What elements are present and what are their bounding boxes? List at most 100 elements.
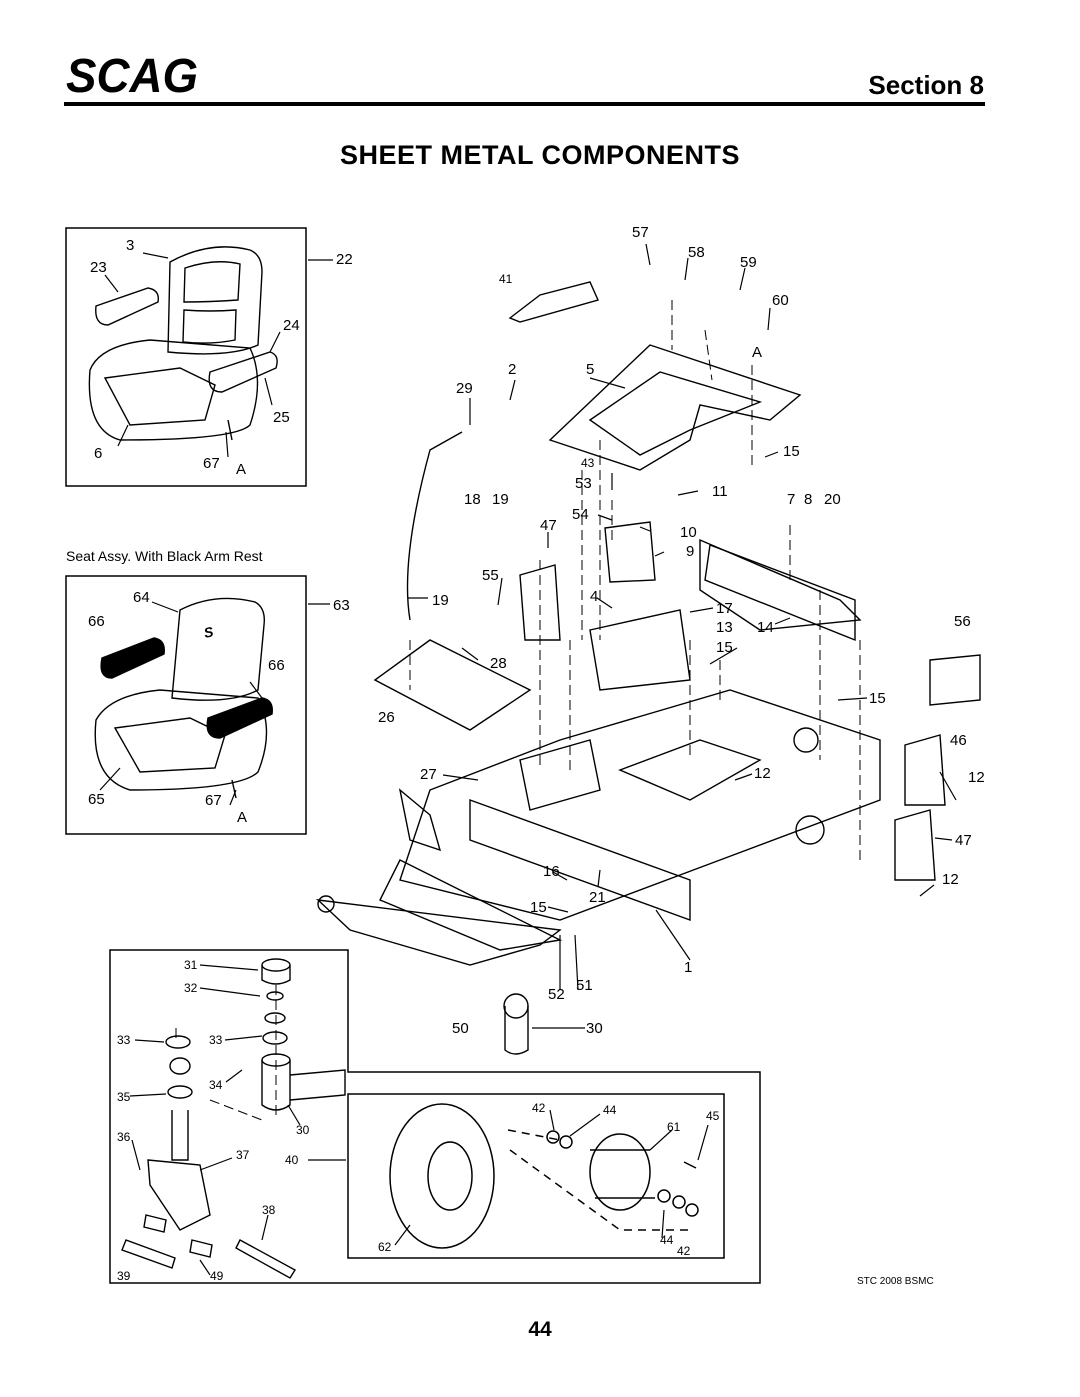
callout-15-a: 15: [783, 443, 800, 460]
callout-10: 10: [680, 524, 697, 541]
seat-drawing-bottom: S: [94, 597, 273, 799]
wheel-drawing: [389, 1103, 699, 1249]
callout-A-top: A: [236, 461, 246, 478]
callout-6: 6: [94, 445, 102, 462]
callout-65: 65: [88, 791, 105, 808]
callout-29: 29: [456, 380, 473, 397]
callout-14: 14: [757, 619, 774, 636]
seat-box-top: [65, 227, 307, 487]
svg-text:S: S: [202, 623, 215, 641]
callout-56: 56: [954, 613, 971, 630]
callout-66-right: 66: [268, 657, 285, 674]
callout-49: 49: [210, 1269, 224, 1283]
callout-57: 57: [632, 224, 649, 241]
callout-labels: 3 22 23 24 25 6 67 A 64 63 66 66 65 67 A…: [88, 224, 985, 1283]
callout-A-chassis: A: [752, 344, 762, 361]
callout-44-top: 44: [603, 1103, 617, 1117]
seat-drawing-top: [88, 246, 278, 441]
callout-5: 5: [586, 361, 594, 378]
callout-18: 18: [464, 491, 481, 508]
callout-7: 7: [787, 491, 795, 508]
scag-logo: SCAG: [64, 50, 204, 98]
page-number: 44: [528, 1318, 552, 1341]
callout-25: 25: [273, 409, 290, 426]
callout-27: 27: [420, 766, 437, 783]
callout-32: 32: [184, 981, 198, 995]
callout-40: 40: [285, 1153, 299, 1167]
callout-43: 43: [581, 456, 595, 470]
header-rule: [64, 102, 985, 106]
callout-15-b: 15: [716, 639, 733, 656]
callout-9: 9: [686, 543, 694, 560]
callout-41: 41: [499, 272, 513, 286]
callout-45: 45: [706, 1109, 720, 1123]
callout-12-a: 12: [754, 765, 771, 782]
callout-66-left: 66: [88, 613, 105, 630]
callout-63: 63: [333, 597, 350, 614]
callout-55: 55: [482, 567, 499, 584]
callout-47-a: 47: [540, 517, 557, 534]
callout-33-right: 33: [209, 1033, 223, 1047]
callout-11: 11: [712, 483, 728, 500]
callout-33-left: 33: [117, 1033, 131, 1047]
wheel-box: [347, 1093, 725, 1259]
callout-52: 52: [548, 986, 565, 1003]
page-title: SHEET METAL COMPONENTS: [339, 140, 741, 170]
callout-37: 37: [236, 1148, 250, 1162]
callout-12-c: 12: [942, 871, 959, 888]
seat-box-bottom: [65, 575, 307, 835]
callout-20: 20: [824, 491, 841, 508]
callout-58: 58: [688, 244, 705, 261]
callout-31: 31: [184, 958, 198, 972]
leader-lines: [99, 243, 957, 1276]
callout-59: 59: [740, 254, 757, 271]
callout-44-bottom: 44: [660, 1233, 674, 1247]
callout-13: 13: [716, 619, 733, 636]
callout-2: 2: [508, 361, 516, 378]
callout-30-b: 30: [296, 1123, 310, 1137]
callout-50: 50: [452, 1020, 469, 1037]
callout-53: 53: [575, 475, 592, 492]
callout-A-bottom: A: [237, 809, 247, 826]
callout-47-b: 47: [955, 832, 972, 849]
callout-34: 34: [209, 1078, 223, 1092]
callout-15-d: 15: [530, 899, 547, 916]
callout-38: 38: [262, 1203, 276, 1217]
callout-30-a: 30: [586, 1020, 603, 1037]
callout-19-a: 19: [492, 491, 509, 508]
callout-3: 3: [126, 237, 134, 254]
caster-drawing: [121, 958, 346, 1279]
callout-42-top: 42: [532, 1101, 546, 1115]
caster-box: [109, 949, 761, 1284]
callout-4: 4: [590, 588, 598, 605]
callout-16: 16: [543, 863, 560, 880]
drawing-code: STC 2008 BSMC: [857, 1276, 934, 1287]
callout-46: 46: [950, 732, 967, 749]
callout-67-top: 67: [203, 455, 220, 472]
callout-28: 28: [490, 655, 507, 672]
callout-1: 1: [684, 959, 692, 976]
callout-21: 21: [589, 889, 606, 906]
callout-17: 17: [716, 600, 733, 617]
callout-60: 60: [772, 292, 789, 309]
callout-26: 26: [378, 709, 395, 726]
section-heading: Section 8: [868, 70, 984, 100]
callout-67-bottom: 67: [205, 792, 222, 809]
callout-39: 39: [117, 1269, 131, 1283]
logo-text: SCAG: [66, 50, 198, 98]
callout-35: 35: [117, 1090, 131, 1104]
callout-54: 54: [572, 506, 589, 523]
callout-8: 8: [804, 491, 812, 508]
callout-42-bottom: 42: [677, 1244, 691, 1258]
callout-19-b: 19: [432, 592, 449, 609]
callout-51: 51: [576, 977, 593, 994]
callout-62: 62: [378, 1240, 392, 1254]
callout-61: 61: [667, 1120, 681, 1134]
callout-15-c: 15: [869, 690, 886, 707]
callout-24: 24: [283, 317, 300, 334]
seat-caption: Seat Assy. With Black Arm Rest: [66, 548, 263, 564]
callout-22: 22: [336, 251, 353, 268]
assembly-lines: [175, 300, 861, 1121]
chassis-drawing: [315, 281, 981, 1055]
